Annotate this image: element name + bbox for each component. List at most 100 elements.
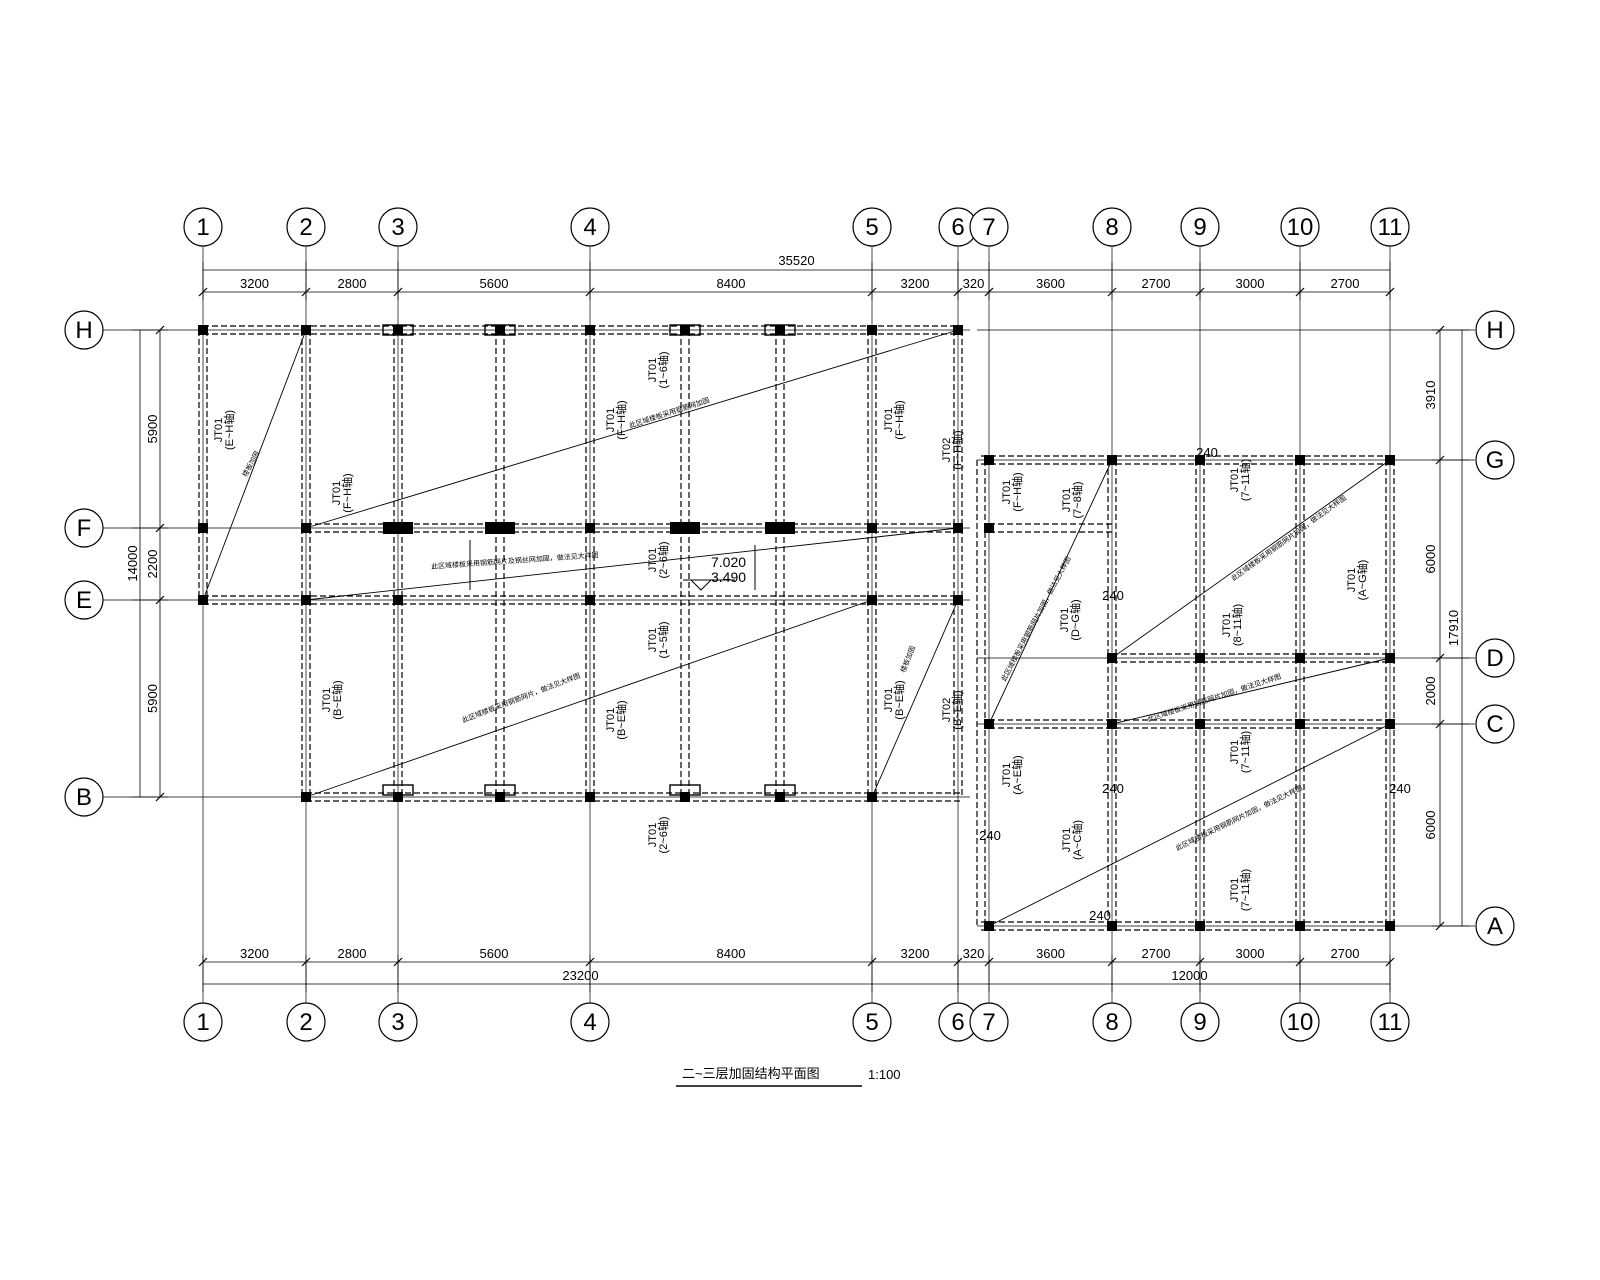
- axis-bubble-top-6-label: 6: [951, 214, 964, 241]
- dimension-tick: [953, 957, 963, 967]
- wall-label-name: JT02: [941, 698, 953, 722]
- axis-bubble-right-H-circle: [1475, 310, 1515, 350]
- column-mark: [1195, 719, 1205, 729]
- wall-label-range: (A~G轴): [1355, 560, 1369, 601]
- axis-bubble-bottom-3-circle: [378, 1002, 418, 1042]
- wall-label-range: (D~G轴): [1068, 599, 1082, 640]
- column-mark: [984, 455, 994, 465]
- axis-bubble-top-3-label: 3: [391, 214, 404, 241]
- dim-right-total: 17910: [1446, 610, 1461, 646]
- dim-bottom-segment: 320: [963, 946, 985, 961]
- axis-bubble-bottom-10-circle: [1280, 1002, 1320, 1042]
- column-jacket-mark: [764, 784, 796, 796]
- axis-bubble-top-1-circle: [183, 207, 223, 247]
- column-mark: [585, 325, 595, 335]
- dim-left-segment: 5900: [145, 684, 160, 713]
- axis-bubble-right-C-label: C: [1486, 711, 1503, 738]
- wall-label-range: (2~6轴): [656, 817, 670, 854]
- wall-label-range: (B~E轴): [614, 700, 628, 739]
- column-mark: [393, 792, 403, 802]
- drawing-title: 二~三层加固结构平面图: [682, 1066, 820, 1081]
- axis-bubble-left-E-label: E: [76, 587, 92, 614]
- column-jacket-mark: [484, 324, 516, 336]
- wall-label-range: (F~H轴): [614, 400, 628, 439]
- dimension-tick: [393, 287, 403, 297]
- dim-bottom-segment: 2800: [338, 946, 367, 961]
- wall-label-name: JT01: [647, 823, 659, 847]
- axis-bubble-right-A-circle: [1475, 906, 1515, 946]
- column-mark: [1385, 455, 1395, 465]
- column-mark: [680, 325, 690, 335]
- axis-bubble-bottom-4-circle: [570, 1002, 610, 1042]
- dim-bottom-right-total: 12000: [1171, 968, 1207, 983]
- axis-bubble-bottom-4-label: 4: [583, 1009, 596, 1036]
- axis-bubble-bottom-9-circle: [1180, 1002, 1220, 1042]
- dim-right-segment: 6000: [1423, 545, 1438, 574]
- column-mark: [1295, 653, 1305, 663]
- wall-label-name: JT01: [647, 548, 659, 572]
- dim-bottom-segment: 3200: [240, 946, 269, 961]
- axis-bubble-top-2-label: 2: [299, 214, 312, 241]
- wall-label-name: JT01: [647, 358, 659, 382]
- column-mark: [585, 595, 595, 605]
- dimension-tick: [155, 595, 165, 605]
- axis-bubble-top-3-circle: [378, 207, 418, 247]
- column-mark: [301, 523, 311, 533]
- wall-thickness-label: 240: [1196, 445, 1218, 460]
- wall-label-range: (B~E轴): [892, 680, 906, 719]
- dimension-tick: [867, 957, 877, 967]
- wall-label-name: JT01: [321, 688, 333, 712]
- wall-label-name: JT01: [883, 408, 895, 432]
- axis-bubble-bottom-8-label: 8: [1105, 1009, 1118, 1036]
- wall-label-range: (7~11轴): [1238, 869, 1252, 911]
- dimension-tick: [155, 325, 165, 335]
- column-mark: [1195, 921, 1205, 931]
- column-mark: [867, 523, 877, 533]
- slab-diagonal-line: [305, 527, 959, 601]
- dimension-tick: [155, 792, 165, 802]
- axis-bubble-left-E-circle: [64, 580, 104, 620]
- dim-top-segment: 2800: [338, 276, 367, 291]
- column-mark: [198, 325, 208, 335]
- slab-note: 此区域楼板采用钢筋网片加固，做法见大样图: [1174, 783, 1304, 852]
- level-top: 7.020: [711, 554, 746, 570]
- axis-bubble-top-7-label: 7: [982, 214, 995, 241]
- wall-thickness-label: 240: [1102, 781, 1124, 796]
- labels-layer: JT01(E~H轴)JT01(F~H轴)JT01(1~6轴)JT01(F~H轴)…: [213, 352, 1411, 924]
- dim-top-segment: 3200: [901, 276, 930, 291]
- column-jacket-mark: [382, 784, 414, 796]
- wall-label-name: JT01: [883, 688, 895, 712]
- dim-right-segment: 3910: [1423, 381, 1438, 410]
- level-triangle: [689, 579, 713, 591]
- dim-top-segment: 2700: [1331, 276, 1360, 291]
- wall-label-range: (F~H轴): [950, 430, 964, 469]
- axis-bubble-bottom-8-circle: [1092, 1002, 1132, 1042]
- column-mark: [495, 792, 505, 802]
- axis-bubble-top-2-circle: [286, 207, 326, 247]
- axis-bubble-bottom-11-circle: [1370, 1002, 1410, 1042]
- slab-note: 此区域楼板采用钢筋网片及钢丝网加固，做法见大样图: [431, 550, 599, 571]
- slab-diagonal-line: [988, 459, 1113, 725]
- axis-bubble-left-H-label: H: [75, 317, 92, 344]
- column-mark: [585, 523, 595, 533]
- slab-diagonal-line: [305, 599, 873, 798]
- wall-thickness-label: 240: [979, 828, 1001, 843]
- axis-bubble-bottom-3-label: 3: [391, 1009, 404, 1036]
- dimension-tick: [1435, 719, 1445, 729]
- slab-note: 楼板加固: [898, 644, 917, 673]
- wall-label-name: JT01: [331, 481, 343, 505]
- axis-bubble-left-F-circle: [64, 508, 104, 548]
- column-jacket-mark: [382, 324, 414, 336]
- wall-label-name: JT01: [213, 418, 225, 442]
- dim-bottom-segment: 2700: [1331, 946, 1360, 961]
- column-mark: [867, 792, 877, 802]
- dimension-tick: [1195, 287, 1205, 297]
- axis-bubble-bottom-10-label: 10: [1287, 1009, 1314, 1036]
- wall-label-name: JT01: [1346, 568, 1358, 592]
- dimension-tick: [984, 957, 994, 967]
- dimension-tick: [1295, 957, 1305, 967]
- column-mark: [301, 595, 311, 605]
- dimension-tick: [198, 287, 208, 297]
- axis-bubble-top-10-label: 10: [1287, 214, 1314, 241]
